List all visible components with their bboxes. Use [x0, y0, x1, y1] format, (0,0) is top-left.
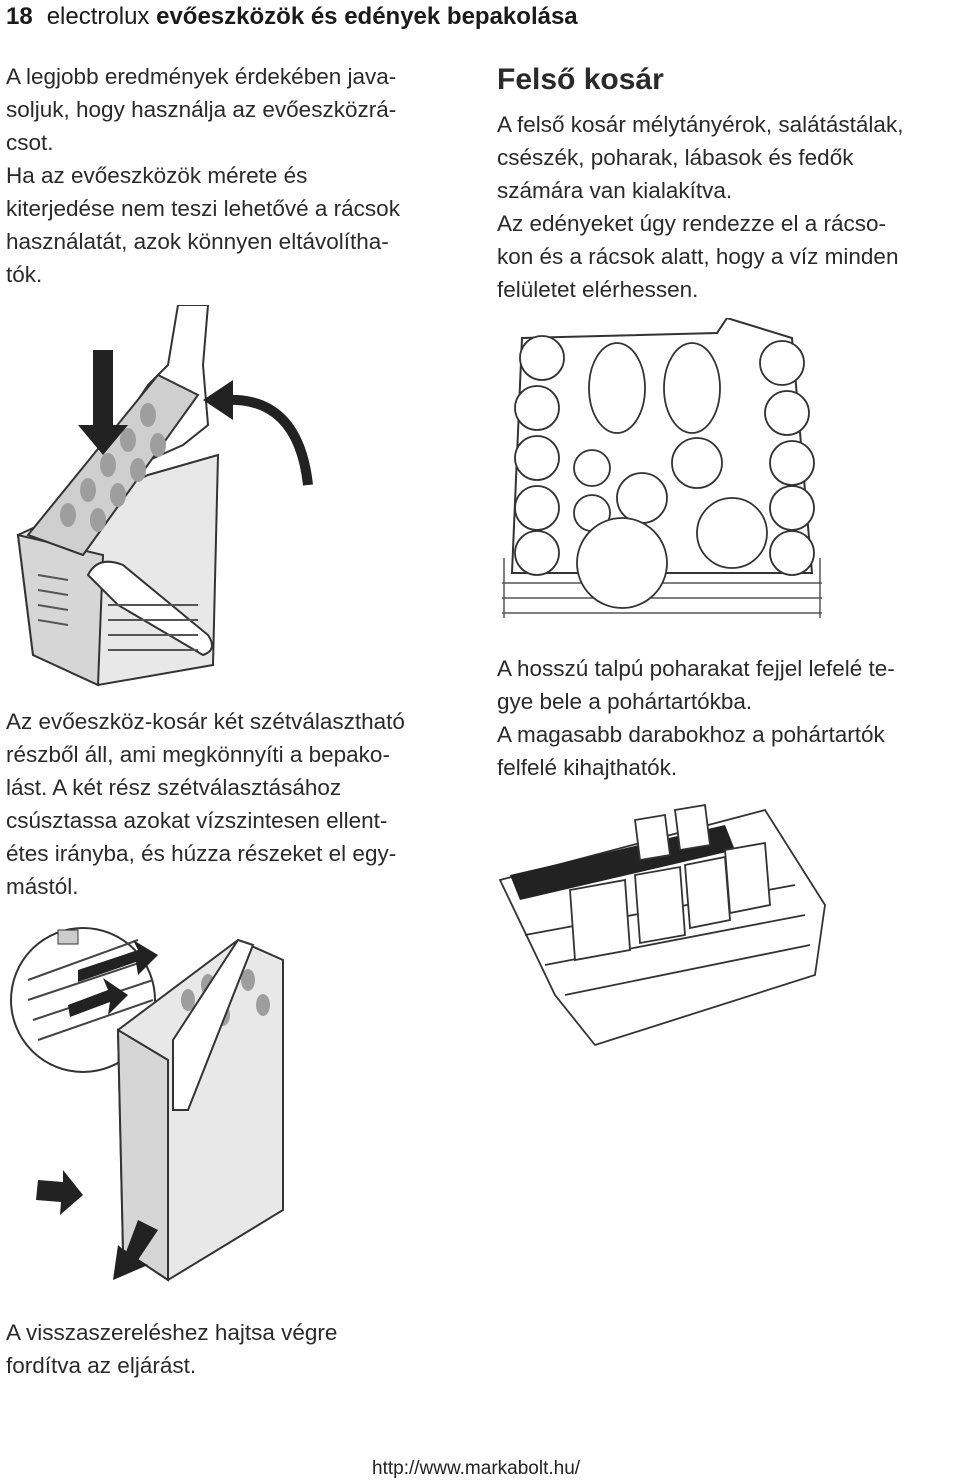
text-line: soljuk, hogy használja az evőeszközrá- — [6, 97, 397, 122]
reassembly-paragraph: A visszaszereléshez hajtsa végre fordítv… — [6, 1316, 476, 1382]
text-line: lást. A két rész szétválasztásához — [6, 775, 342, 800]
text-line: felfelé kihajthatók. — [497, 755, 678, 780]
text-line: Az evőeszköz-kosár két szétválasztható — [6, 709, 405, 734]
text-line: részből áll, ami megkönnyíti a bepako- — [6, 742, 390, 767]
glass-holder-rack-illustration — [495, 795, 830, 1050]
upper-basket-top-view-illustration — [492, 318, 832, 623]
text-line: étes irányba, és húzza részeket el egy- — [6, 841, 397, 866]
text-line: fordítva az eljárást. — [6, 1353, 197, 1378]
brand-name: electrolux — [46, 3, 150, 30]
page-title: evőeszközök és edények bepakolása — [156, 3, 578, 30]
page-number: 18 — [6, 3, 33, 30]
text-line: számára van kialakítva. — [497, 178, 733, 203]
page-header: 18 electrolux evőeszközök és edények bepa… — [6, 2, 578, 32]
cutlery-basket-lid-illustration — [8, 305, 353, 690]
text-line: csészék, poharak, lábasok és fedők — [497, 145, 854, 170]
text-line: A felső kosár mélytányérok, salátástálak… — [497, 112, 904, 137]
cutlery-split-paragraph: Az evőeszköz-kosár két szétválasztható r… — [6, 705, 476, 903]
section-heading: Felső kosár — [497, 63, 664, 96]
text-line: gye bele a pohártartókba. — [497, 689, 753, 714]
text-line: A legjobb eredmények érdekében java- — [6, 64, 397, 89]
text-line: tók. — [6, 262, 43, 287]
text-line: használatát, azok könnyen eltávolítha- — [6, 229, 389, 254]
upper-basket-section: Felső kosár A felső kosár mélytányérok, … — [497, 62, 957, 306]
text-line: A magasabb darabokhoz a pohártartók — [497, 722, 885, 747]
text-line: A visszaszereléshez hajtsa végre — [6, 1320, 338, 1345]
text-line: A hosszú talpú poharakat fejjel lefelé t… — [497, 656, 895, 681]
text-line: felületet elérhessen. — [497, 277, 699, 302]
intro-paragraph: A legjobb eredmények érdekében java- sol… — [6, 60, 476, 291]
cutlery-basket-separate-illustration — [8, 920, 308, 1295]
text-line: kiterjedése nem teszi lehetővé a rácsok — [6, 196, 400, 221]
glass-holders-paragraph: A hosszú talpú poharakat fejjel lefelé t… — [497, 652, 957, 784]
text-line: kon és a rácsok alatt, hogy a víz minden — [497, 244, 899, 269]
text-line: csot. — [6, 130, 54, 155]
footer-url: http://www.markabolt.hu/ — [372, 1458, 581, 1479]
text-line: csúsztassa azokat vízszintesen ellent- — [6, 808, 388, 833]
text-line: Az edényeket úgy rendezze el a rácso- — [497, 211, 886, 236]
text-line: mástól. — [6, 874, 79, 899]
text-line: Ha az evőeszközök mérete és — [6, 163, 308, 188]
